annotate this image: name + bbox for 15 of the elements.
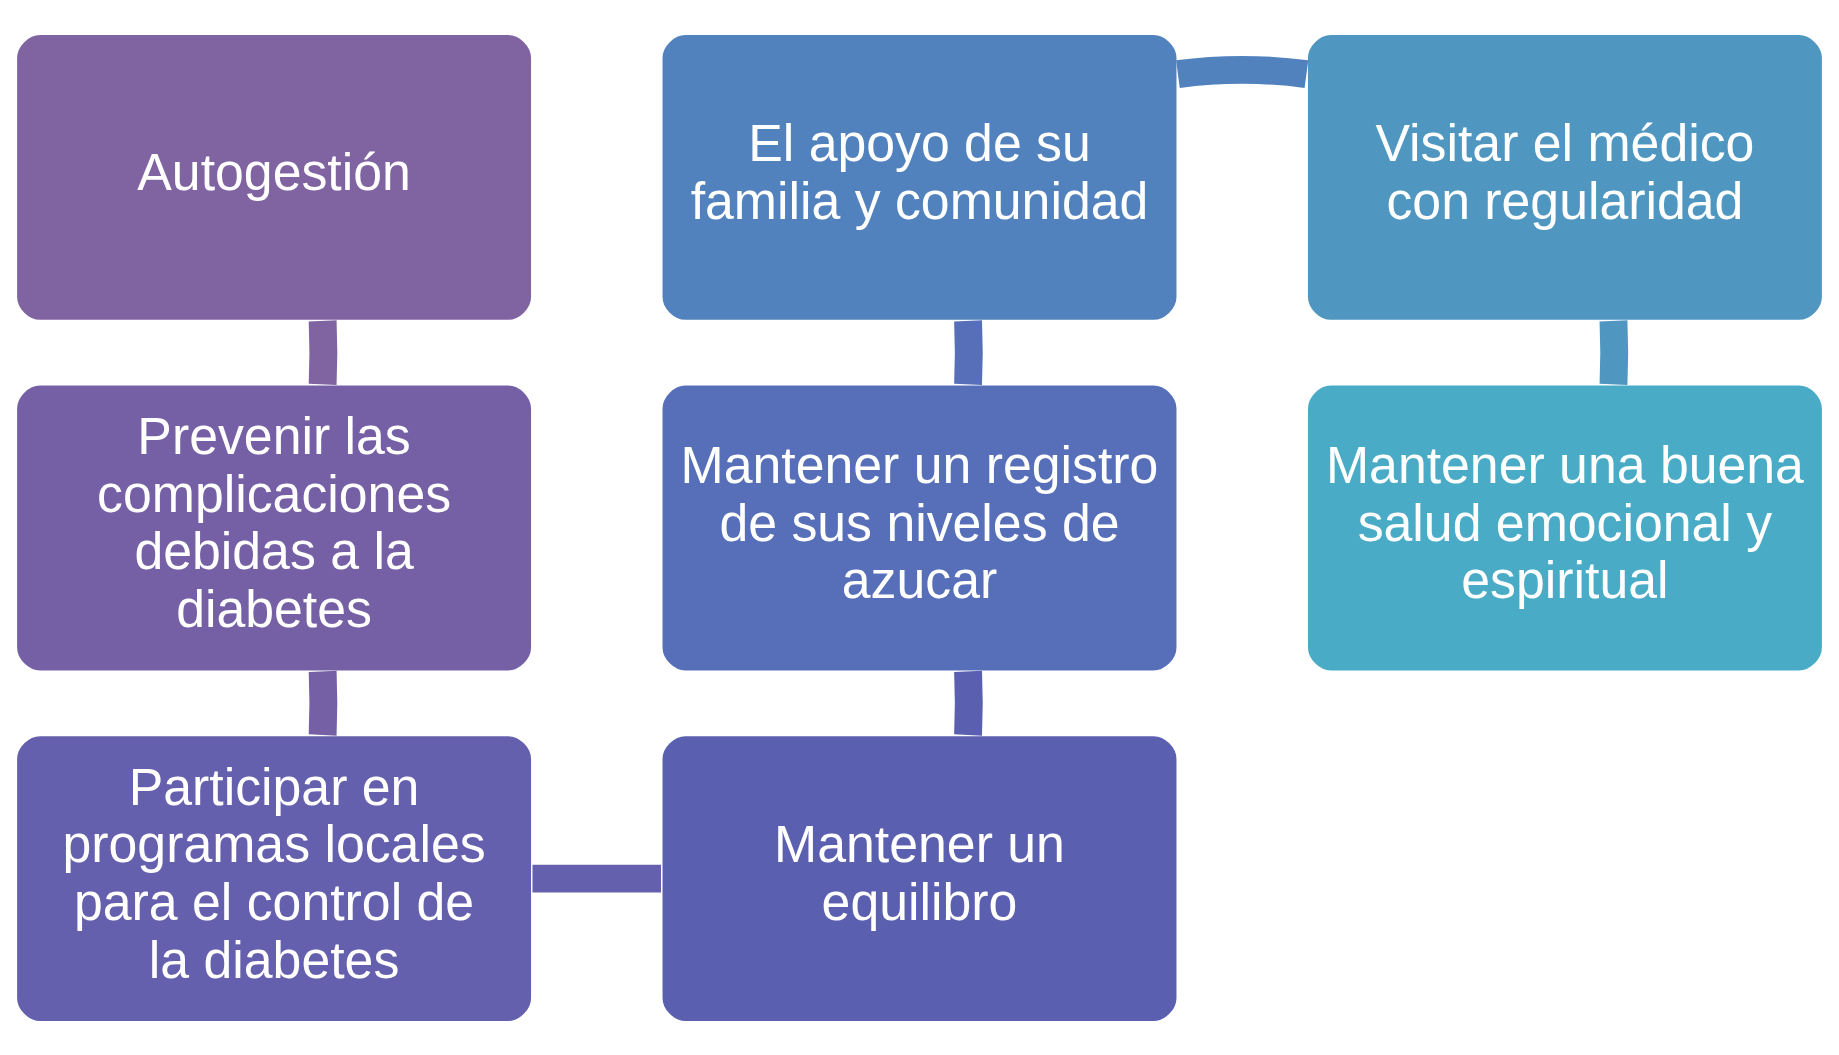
node-box: Mantener un equilibro: [660, 733, 1179, 1023]
node-box: Visitar el médico con regularidad: [1305, 32, 1824, 322]
connector: [1176, 55, 1309, 88]
connector: [954, 319, 983, 385]
connector: [308, 670, 338, 736]
node-box: Mantener un registro de sus niveles de azucar: [660, 383, 1179, 672]
node-box: Participar en programas locales para el control de la diabetes: [15, 733, 534, 1023]
connector: [532, 864, 661, 893]
node-box: Autogestión: [15, 32, 534, 322]
connector: [1599, 319, 1629, 385]
node-box: Mantener una buena salud emocional y espiritual: [1305, 383, 1824, 672]
node-box: Prevenir las complicaciones debidas a la diabetes: [15, 383, 534, 672]
connector: [954, 670, 983, 736]
connector: [308, 319, 338, 385]
node-box: El apoyo de su familia y comunidad: [660, 32, 1179, 322]
